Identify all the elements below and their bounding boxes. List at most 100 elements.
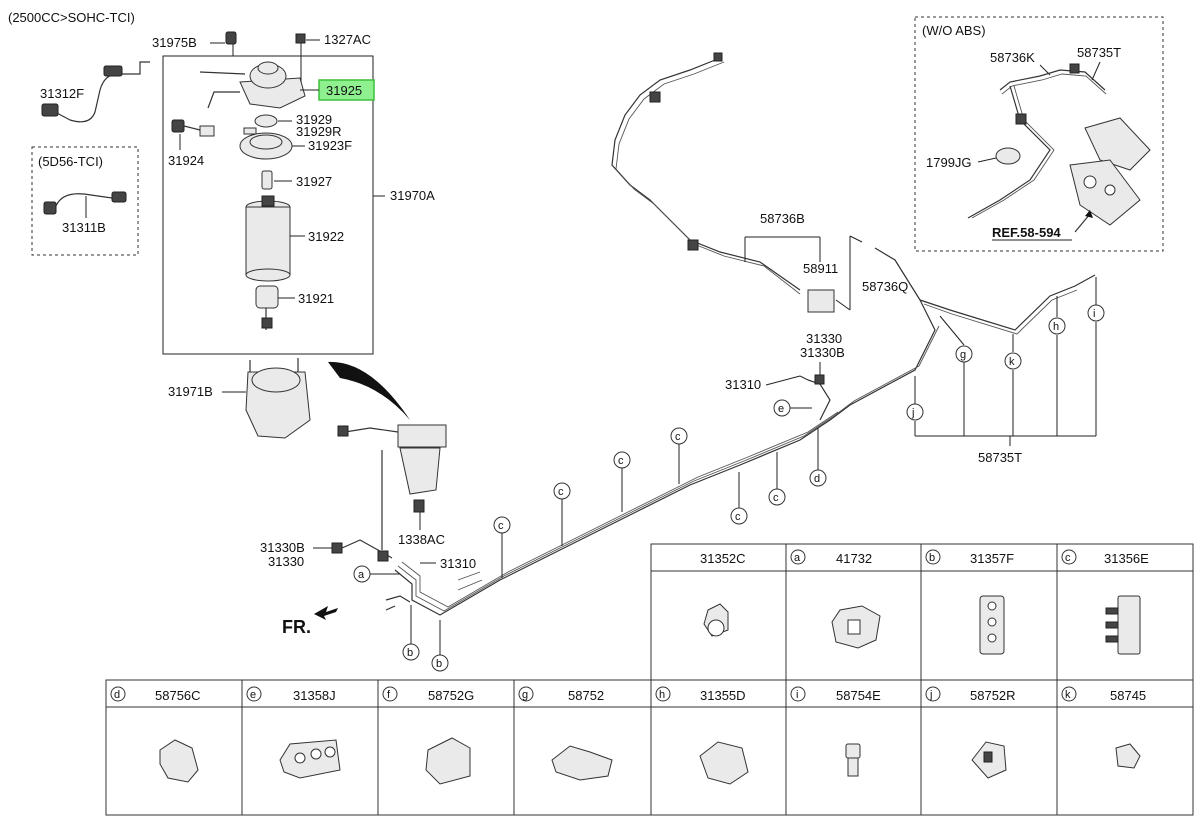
label-58736B: 58736B	[760, 211, 805, 226]
clip-31330-left[interactable]	[377, 550, 389, 562]
clip-callouts: c c c c c c e d a b b g	[353, 277, 1105, 672]
label-31312F: 31312F	[40, 86, 84, 101]
assembly-box-31970A	[162, 55, 374, 355]
table-cell-31352C[interactable]: 31352C	[700, 551, 746, 637]
housing-31971B[interactable]	[245, 358, 311, 439]
table-cell-letter: k	[1065, 689, 1071, 701]
table-cell-code: 58752	[568, 688, 604, 703]
callout-b-2-letter: b	[436, 658, 442, 670]
inset-title: (W/O ABS)	[922, 23, 986, 38]
label-31925: 31925	[326, 83, 362, 98]
label-31924: 31924	[168, 153, 204, 168]
callout-c-3[interactable]	[613, 451, 631, 469]
table-cell-31356E[interactable]: c 31356E	[1061, 549, 1149, 655]
cover-31923F[interactable]	[239, 132, 293, 160]
label-31310-left: 31310	[440, 556, 476, 571]
table-cell-code: 31356E	[1104, 551, 1149, 566]
callout-k-letter: k	[1009, 356, 1015, 368]
table-cell-code: 58752G	[428, 688, 474, 703]
installed-filter-assembly[interactable]	[337, 424, 447, 550]
table-cell-31355D[interactable]: h 31355D	[655, 686, 749, 785]
callout-e[interactable]	[773, 399, 791, 417]
table-cell-code: 31355D	[700, 688, 746, 703]
label-58911: 58911	[803, 261, 838, 276]
ref-link[interactable]: REF.58-594	[992, 225, 1061, 240]
inset-brake-lines[interactable]	[967, 63, 1107, 219]
label-1327AC: 1327AC	[324, 32, 371, 47]
fuel-filter-head[interactable]	[199, 61, 306, 109]
table-cell-letter: h	[659, 689, 665, 701]
callout-c-2[interactable]	[553, 482, 571, 500]
callout-i[interactable]	[1087, 304, 1105, 322]
label-31922: 31922	[308, 229, 344, 244]
plug-31929R[interactable]	[243, 127, 257, 135]
clip-1799JG[interactable]	[995, 147, 1021, 165]
variant-alt-label: (5D56-TCI)	[38, 154, 103, 169]
callout-j[interactable]	[906, 403, 924, 421]
table-cell-58752G[interactable]: f 58752G	[382, 686, 474, 785]
table-cell-41732[interactable]: a 41732	[790, 549, 881, 649]
oring-31929[interactable]	[254, 114, 278, 128]
table-cell-letter: d	[114, 689, 120, 701]
inset-bracket-assembly[interactable]	[1069, 117, 1151, 226]
bracket-58911[interactable]	[807, 289, 835, 313]
label-1338AC: 1338AC	[398, 532, 445, 547]
table-cell-letter: f	[387, 689, 391, 701]
callout-g-letter: g	[960, 349, 966, 361]
fuel-line-bundle[interactable]	[385, 247, 1096, 616]
table-cell-letter: i	[796, 689, 798, 701]
sensor-31924[interactable]	[171, 119, 215, 137]
callout-c-6-letter: c	[773, 492, 779, 504]
nipple-31927[interactable]	[261, 170, 273, 190]
drain-31921[interactable]	[255, 285, 279, 330]
label-31921: 31921	[298, 291, 334, 306]
callout-c-5[interactable]	[730, 507, 748, 525]
callout-c-1-letter: c	[498, 520, 504, 532]
label-58736Q: 58736Q	[862, 279, 908, 294]
label-58735T-inset: 58735T	[1077, 45, 1121, 60]
callout-c-2-letter: c	[558, 486, 564, 498]
callout-b-1[interactable]	[402, 643, 420, 661]
variant-box-5d56	[31, 146, 139, 256]
harness-31311B[interactable]	[43, 191, 127, 215]
label-31929R: 31929R	[296, 124, 342, 139]
table-cell-31357F[interactable]: b 31357F	[925, 549, 1014, 655]
variant-main-label: (2500CC>SOHC-TCI)	[8, 10, 135, 25]
filter-cartridge-31922[interactable]	[245, 195, 291, 282]
inset-box-wo-abs	[914, 16, 1164, 252]
callout-c-6[interactable]	[768, 488, 786, 506]
label-31975B: 31975B	[152, 35, 197, 50]
front-label: FR.	[282, 617, 311, 637]
callout-e-letter: e	[778, 403, 784, 415]
callout-h[interactable]	[1048, 317, 1066, 335]
label-31311B: 31311B	[62, 220, 106, 235]
label-58736K: 58736K	[990, 50, 1035, 65]
part-31975B[interactable]	[225, 31, 237, 45]
table-cell-58756C[interactable]: d 58756C	[110, 686, 201, 783]
callout-a[interactable]	[353, 565, 371, 583]
label-1799JG: 1799JG	[926, 155, 972, 170]
brake-line-58736B[interactable]	[611, 52, 801, 295]
label-31971B: 31971B	[168, 384, 213, 399]
callout-c-1[interactable]	[493, 516, 511, 534]
callout-k[interactable]	[1004, 352, 1022, 370]
callout-d[interactable]	[809, 469, 827, 487]
table-cell-31358J[interactable]: e 31358J	[246, 686, 341, 779]
table-cell-code: 31358J	[293, 688, 336, 703]
zoom-pointer	[328, 361, 410, 420]
front-arrow-icon	[314, 606, 338, 620]
callout-i-letter: i	[1093, 308, 1095, 320]
label-31923F: 31923F	[308, 138, 352, 153]
table-cell-58754E[interactable]: i 58754E	[790, 686, 881, 777]
table-cell-58752R[interactable]: j 58752R	[925, 686, 1016, 779]
callout-b-2[interactable]	[431, 654, 449, 672]
bolt-31330-right[interactable]	[814, 374, 825, 385]
table-cell-58752[interactable]: g 58752	[518, 686, 613, 781]
table-cell-code: 31357F	[970, 551, 1014, 566]
bolt-1327AC[interactable]	[295, 33, 306, 44]
callout-c-4[interactable]	[670, 427, 688, 445]
callout-g[interactable]	[955, 345, 973, 363]
bolt-31330B-left[interactable]	[331, 542, 343, 554]
harness-31312F[interactable]	[41, 61, 150, 123]
table-cell-58745[interactable]: k 58745	[1061, 686, 1146, 769]
